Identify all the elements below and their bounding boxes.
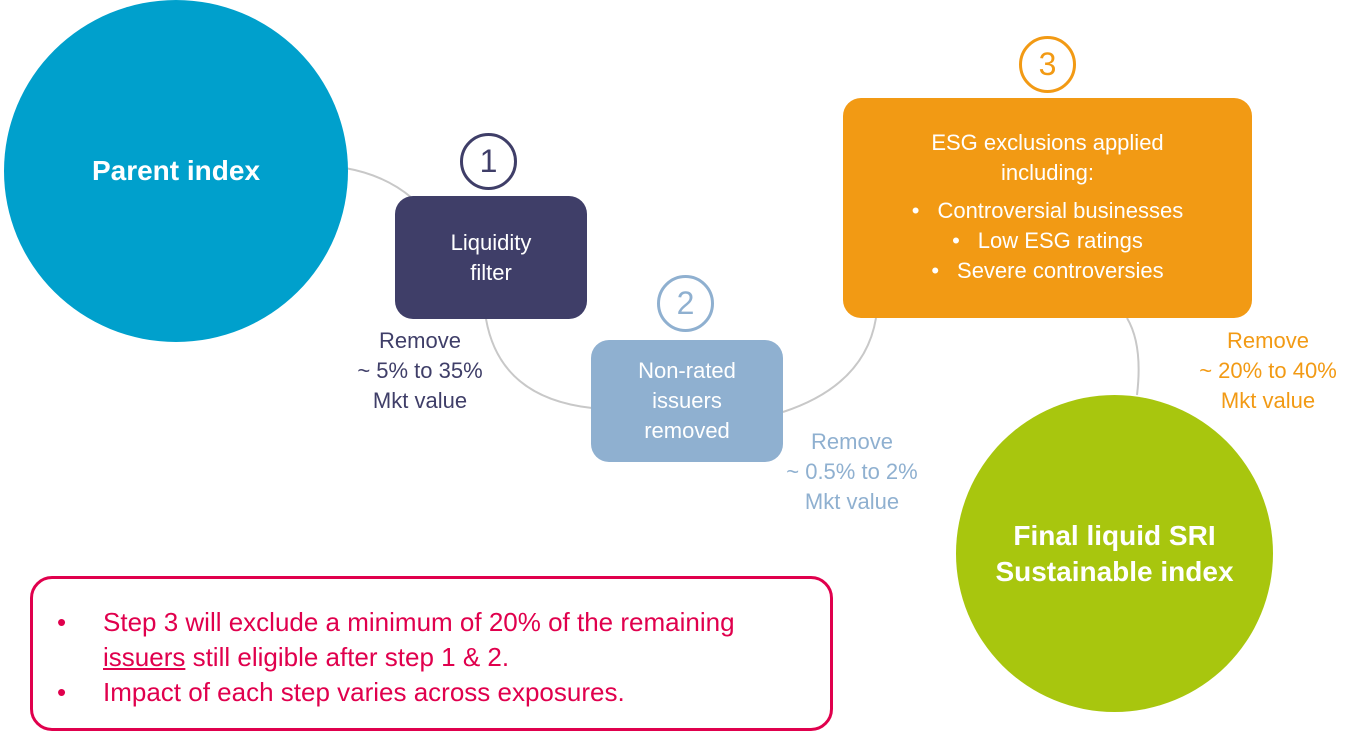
step-3-number-badge: 3 [1019, 36, 1076, 93]
liquidity-box-line-2: filter [470, 259, 512, 285]
step-1-number-badge: 1 [460, 133, 517, 190]
step-2-remove-line-2: ~ 0.5% to 2% [786, 459, 918, 484]
parent-index-label: Parent index [91, 155, 261, 186]
step-1-removal-note: Remove ~ 5% to 35% Mkt value [320, 326, 520, 416]
step-2-remove-line-1: Remove [811, 429, 893, 454]
step-1-remove-line-1: Remove [379, 328, 461, 353]
connector-parent-to-liquidity [344, 167, 413, 199]
esg-exclusion-list: Controversial businesses Low ESG ratings… [912, 196, 1183, 286]
final-index-line-1: Final liquid SRI [1013, 519, 1216, 551]
esg-exclusions-box: ESG exclusions applied including: Contro… [843, 98, 1252, 318]
esg-box-line-2: including: [1001, 160, 1094, 185]
step-2-number-badge: 2 [657, 275, 714, 332]
step-3-remove-line-2: ~ 20% to 40% [1199, 358, 1337, 383]
final-index-circle: Final liquid SRI Sustainable index [956, 395, 1273, 712]
note-1-text-end: still eligible after step 1 & 2. [185, 642, 510, 672]
step-2-removal-note: Remove ~ 0.5% to 2% Mkt value [752, 427, 952, 517]
liquidity-box-line-1: Liquidity [450, 229, 532, 255]
step-3-remove-line-1: Remove [1227, 328, 1309, 353]
notes-list: Step 3 will exclude a minimum of 20% of … [57, 605, 810, 710]
step-1-remove-line-2: ~ 5% to 35% [357, 358, 483, 383]
step-3-removal-note: Remove ~ 20% to 40% Mkt value [1168, 326, 1368, 416]
final-index-line-2: Sustainable index [995, 555, 1234, 587]
liquidity-filter-box: Liquidity filter [395, 196, 587, 319]
note-1-underlined-word: issuers [103, 642, 186, 672]
esg-bullet-severe-controversies: Severe controversies [912, 256, 1183, 286]
esg-bullet-low-esg-ratings: Low ESG ratings [912, 226, 1183, 256]
step-3-number: 3 [1038, 46, 1057, 82]
note-step-3-minimum: Step 3 will exclude a minimum of 20% of … [57, 605, 810, 675]
notes-box: Step 3 will exclude a minimum of 20% of … [30, 576, 833, 731]
nonrated-box-line-2: issuers [652, 388, 722, 413]
step-3-remove-line-3: Mkt value [1220, 388, 1316, 413]
esg-box-line-1: ESG exclusions applied [931, 130, 1164, 155]
step-2-remove-line-3: Mkt value [804, 489, 900, 514]
parent-index-circle: Parent index [4, 0, 348, 342]
nonrated-box-line-3: removed [644, 418, 730, 443]
step-1-number: 1 [479, 143, 498, 179]
nonrated-box-line-1: Non-rated [638, 358, 736, 383]
connector-liquidity-to-nonrated [485, 318, 593, 409]
connector-esg-to-final [1126, 317, 1140, 396]
connector-nonrated-to-esg [782, 317, 877, 413]
step-1-remove-line-3: Mkt value [372, 388, 468, 413]
note-1-text: Step 3 will exclude a minimum of 20% of … [103, 607, 735, 637]
step-2-number: 2 [676, 285, 695, 321]
note-impact-varies: Impact of each step varies across exposu… [57, 675, 810, 710]
non-rated-issuers-box: Non-rated issuers removed [591, 340, 783, 462]
esg-bullet-controversial-businesses: Controversial businesses [912, 196, 1183, 226]
